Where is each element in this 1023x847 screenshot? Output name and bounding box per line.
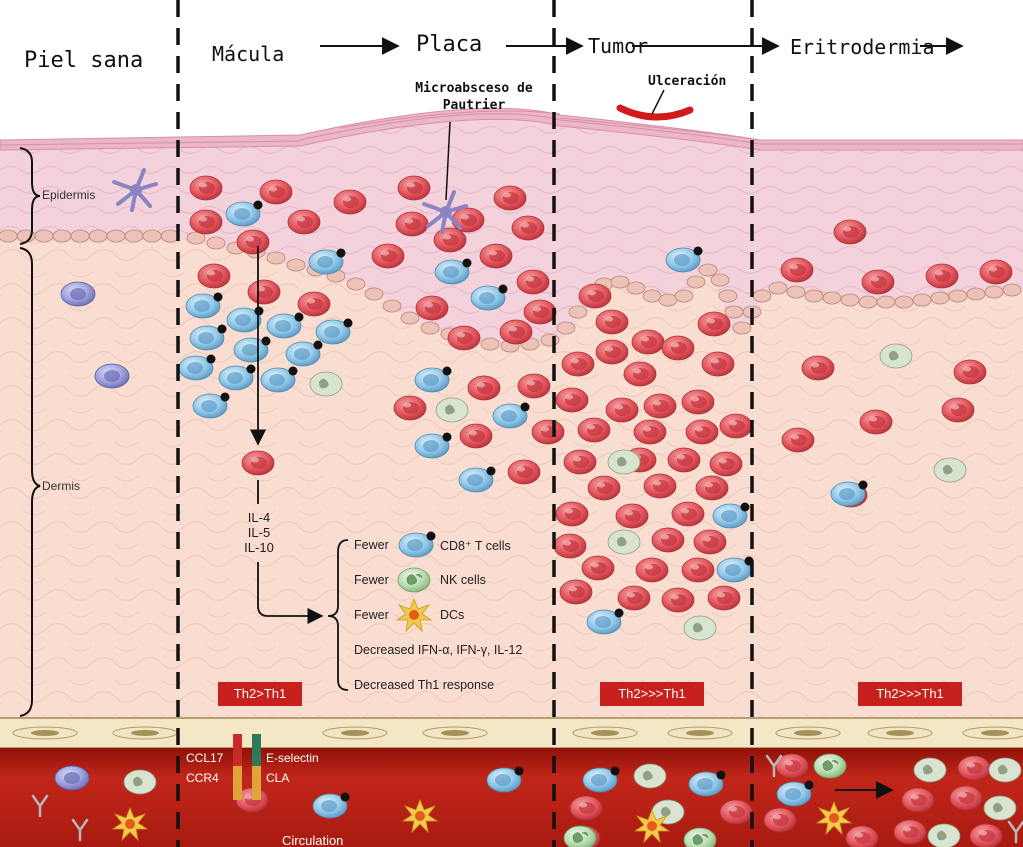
- cytokine-arrow: [257, 480, 322, 616]
- corneum-lines: [0, 110, 1023, 146]
- badge-tumor: Th2>>>Th1: [600, 682, 704, 706]
- stage-label-tumor: Tumor: [588, 34, 649, 58]
- ulceration-label: Ulceración: [648, 74, 727, 89]
- stage-label-healthy: Piel sana: [24, 48, 144, 73]
- circulation-label: Circulation: [282, 833, 344, 847]
- pautrier-label: Microabsceso de Pautrier: [402, 80, 546, 114]
- ulceration-mark: [616, 104, 694, 121]
- epidermis-label: Epidermis: [42, 188, 96, 202]
- effect-prefix-dc: Fewer: [354, 608, 389, 622]
- stage-label-macula: Mácula: [212, 42, 285, 66]
- pautrier-pointer: [445, 121, 451, 201]
- pautrier-label-line1: Microabsceso de: [415, 81, 533, 96]
- effect-prefix-nk: Fewer: [354, 573, 389, 587]
- pautrier-label-line2: Pautrier: [442, 98, 506, 113]
- effect-decreased-cytokines: Decreased IFN-α, IFN-γ, IL-12: [354, 643, 523, 657]
- badge-macula: Th2>Th1: [218, 682, 302, 706]
- cytokine-il10: IL-10: [244, 540, 274, 555]
- homing-receptors: [233, 734, 261, 800]
- epidermis-brace: [19, 147, 41, 245]
- receptor-e-selectin: E-selectin: [266, 751, 319, 765]
- effect-label-nk: NK cells: [440, 573, 486, 587]
- effect-label-cd8: CD8⁺ T cells: [440, 539, 511, 553]
- cytokine-list: IL-4 IL-5 IL-10: [238, 510, 280, 555]
- nk-cell-icon: [397, 567, 431, 593]
- effects-brace: [327, 539, 349, 691]
- badge-erythroderma: Th2>>>Th1: [858, 682, 962, 706]
- dermis-label: Dermis: [42, 479, 80, 493]
- stage-label-erythroderma: Eritrodermia: [790, 35, 935, 59]
- effect-decreased-th1: Decreased Th1 response: [354, 678, 495, 692]
- dermis-brace: [19, 247, 41, 717]
- receptor-cla: CLA: [266, 771, 290, 785]
- cytokine-il4: IL-4: [247, 510, 271, 525]
- receptor-ccr4: CCR4: [186, 771, 219, 785]
- epidermis-layer: [0, 108, 1023, 345]
- stage-label-plaque: Placa: [416, 32, 483, 57]
- effect-label-dc: DCs: [440, 608, 465, 622]
- stage-dividers: [176, 0, 754, 847]
- effect-prefix-cd8: Fewer: [354, 538, 389, 552]
- cytokine-il5: IL-5: [247, 525, 271, 540]
- ulceration-pointer: [651, 89, 665, 115]
- stratum-corneum: [0, 107, 1023, 151]
- receptor-ccl17: CCL17: [186, 751, 224, 765]
